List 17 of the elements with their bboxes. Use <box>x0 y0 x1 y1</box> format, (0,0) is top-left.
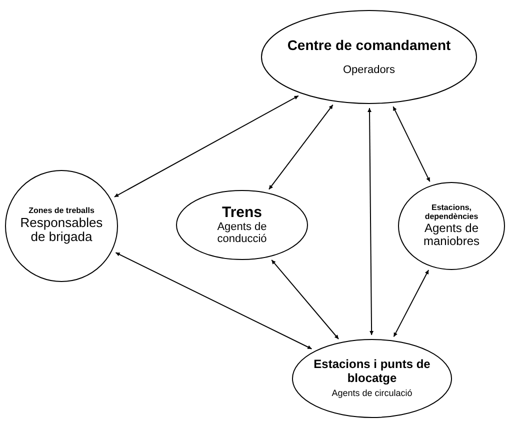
node-heading: Estacions, dependències <box>424 204 480 222</box>
node-heading: Centre de comandament <box>287 38 451 54</box>
double-arrow <box>393 269 430 338</box>
node-heading: Estacions i punts de blocatge <box>312 358 432 385</box>
node-text: Agents de conducció <box>216 221 268 246</box>
node-text: Agents de maniobres <box>422 222 481 248</box>
node-text: Operadors <box>343 64 395 76</box>
double-arrow <box>115 252 312 350</box>
node-text: Agents de circulació <box>332 388 412 399</box>
double-arrow <box>392 106 430 182</box>
double-arrow <box>368 108 374 336</box>
node-heading: Trens <box>222 204 262 222</box>
node-heading: Zones de treballs <box>28 207 94 216</box>
node-text: Responsables de brigada <box>19 216 104 245</box>
double-arrow <box>271 259 340 340</box>
double-arrow <box>114 95 299 198</box>
double-arrow <box>268 104 334 190</box>
